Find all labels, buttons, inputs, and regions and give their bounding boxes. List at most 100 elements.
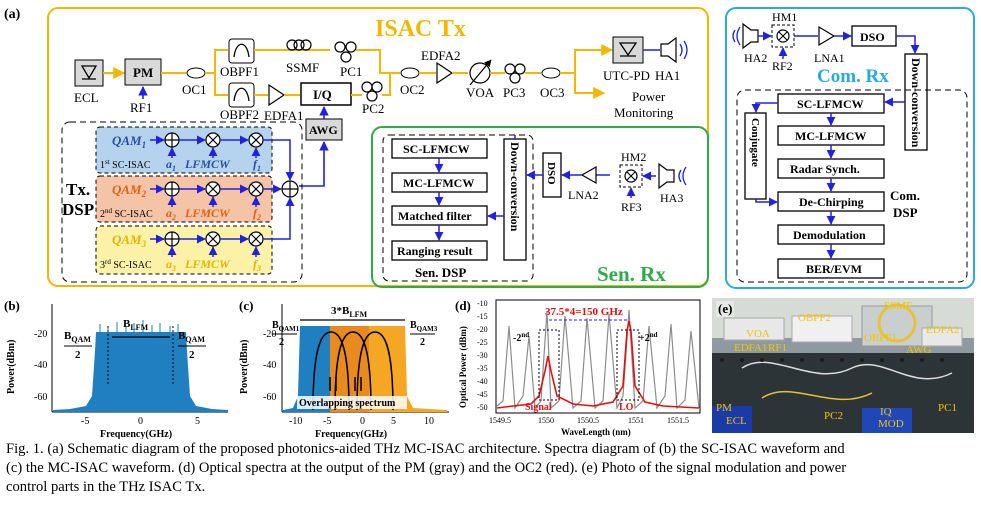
svg-text:QAM3: QAM3 xyxy=(112,232,147,249)
svg-text:-40: -40 xyxy=(477,377,488,386)
oc2-coupler xyxy=(400,67,420,79)
radiation-waves-icon xyxy=(732,26,741,46)
svg-text:-10: -10 xyxy=(477,299,488,308)
com-dsp-frame xyxy=(736,89,968,283)
oc1-label: OC1 xyxy=(182,82,207,97)
rf1-label: RF1 xyxy=(130,100,152,115)
sen-down-conversion: Down-conversion xyxy=(508,142,522,232)
pm-label: PM xyxy=(133,65,153,80)
edfa2-label: EDFA2 xyxy=(421,48,460,63)
panel-b-xtick: 5 xyxy=(195,416,200,427)
tx-title: ISAC Tx xyxy=(375,16,466,42)
svg-text:-30: -30 xyxy=(477,351,488,360)
panel-b-bqam-right-sub: QAM xyxy=(185,335,205,344)
panel-d-spacing: 37.5*4=150 GHz xyxy=(545,306,623,318)
com-step-1: SC-LFMCW xyxy=(797,97,864,111)
panel-d-plus2: +2 xyxy=(639,333,650,344)
com-dsp-label-2: DSP xyxy=(893,205,918,220)
panel-b-xtick: -5 xyxy=(81,416,89,427)
horn-antenna-icon xyxy=(658,162,675,190)
svg-text:3rd SC-ISAC: 3rd SC-ISAC xyxy=(100,258,152,271)
sen-step-1: SC-LFMCW xyxy=(403,142,470,156)
photo-label-voa: VOA xyxy=(746,328,770,340)
lna1-amplifier-icon xyxy=(818,25,836,47)
tx-dsp-row-1: QAM1 1st SC-ISAC a1 LFMCW f1 xyxy=(95,126,273,174)
panel-d-minus2: -2 xyxy=(513,333,521,344)
photo-label-awg: AWG xyxy=(906,344,932,356)
svg-text:BQAM: BQAM xyxy=(64,330,91,344)
panel-c-half-left: 2 xyxy=(279,337,284,348)
panel-b-label: (b) xyxy=(4,298,20,313)
panel-c-xtick: 0 xyxy=(360,416,365,427)
svg-text:1549.5: 1549.5 xyxy=(489,416,511,425)
voa-label: VOA xyxy=(466,85,495,100)
com-dso-label: DSO xyxy=(860,30,885,44)
sen-rx-title: Sen. Rx xyxy=(597,262,666,286)
oc1-coupler xyxy=(186,67,206,79)
panel-e-photo: (e) SSMF VOA OBPF2 EDFA1 OBPF1 EDFA2 RF1… xyxy=(712,298,974,433)
oc2-label: OC2 xyxy=(400,82,425,97)
com-dsp-steps xyxy=(744,93,885,279)
photo-label-edfa1: EDFA1 xyxy=(734,342,768,354)
svg-text:-45: -45 xyxy=(477,390,488,399)
panel-c-ytick: -40 xyxy=(263,360,276,371)
panel-b-spectrum-fill xyxy=(53,332,228,412)
svg-text:BQAM3: BQAM3 xyxy=(410,320,438,333)
svg-text:LFMCW: LFMCW xyxy=(184,157,231,171)
panel-c-xtick: -10 xyxy=(289,416,302,427)
panel-b-bqam-right: B xyxy=(178,330,186,342)
panel-c-3blfm: 3*B xyxy=(331,305,350,317)
photo-label-ecl: ECL xyxy=(726,415,747,427)
com-step-5: Demodulation xyxy=(793,228,866,242)
panel-d-ylabel: Optical Power (dBm) xyxy=(458,326,468,408)
caption-line-3: control parts in the THz ISAC Tx. xyxy=(6,479,206,495)
svg-text:f3: f3 xyxy=(253,257,261,273)
svg-text:BQAM1: BQAM1 xyxy=(272,320,300,333)
panel-d-yticks: -10 -15 -20 -25 -30 -35 -40 -45 -50 xyxy=(477,299,488,412)
caption-line-2: (c) the MC-ISAC waveform. (d) Optical sp… xyxy=(6,460,847,476)
panel-b-bqam-left-sub: QAM xyxy=(71,335,91,344)
pc3-label: PC3 xyxy=(503,85,525,100)
pm-box xyxy=(124,58,162,86)
panel-c-bqam1-sub: QAM1 xyxy=(279,325,300,333)
edfa2-amplifier-icon xyxy=(436,61,454,85)
tx-dsp-row-2: QAM2 2nd SC-ISAC a2 LFMCW f2 xyxy=(95,175,273,223)
panel-c-3blfm-sub: LFM xyxy=(349,310,367,319)
panel-c-xtick: -5 xyxy=(323,416,331,427)
ssmf-fiber-coil-icon xyxy=(286,39,312,51)
tx-dsp-label-2: DSP xyxy=(62,200,94,219)
photo-label-obpf1: OBPF1 xyxy=(864,332,898,344)
svg-text:-20: -20 xyxy=(477,325,488,334)
panel-b-xlabel: Frequency(GHz) xyxy=(100,429,172,439)
edfa1-amplifier-icon xyxy=(268,83,286,107)
hm1-label: HM1 xyxy=(772,10,797,24)
panel-d-lo-box xyxy=(616,329,640,401)
pc2-label: PC2 xyxy=(362,101,384,116)
panel-d-plot-area xyxy=(495,299,701,414)
panel-b-half-left: 2 xyxy=(75,349,81,361)
panel-b-blfm-sub: LFM xyxy=(130,323,148,332)
panel-b-spectrum: (b) Power(dBm) -20 -40 -60 -5 0 5 Freque… xyxy=(4,298,228,439)
ecl-box xyxy=(74,59,104,87)
panel-c-bqam3: B xyxy=(410,320,417,331)
panel-b-bqam-left: B xyxy=(64,330,72,342)
com-step-2: MC-LFMCW xyxy=(795,129,866,143)
tx-dsp-row-3: QAM3 3rd SC-ISAC a3 LFMCW f3 xyxy=(95,225,273,275)
pc1-polarization-controller-icon xyxy=(334,41,357,63)
power-monitoring-label-2: Monitoring xyxy=(614,105,674,120)
panel-b-noise-spikes xyxy=(99,320,179,332)
panel-b-ytick: -60 xyxy=(34,392,47,403)
panel-c-overlap-outlines xyxy=(312,331,394,411)
panel-b-xtick: 0 xyxy=(138,416,143,427)
sen-dsp-steps xyxy=(391,138,527,261)
bandpass-filter-icon xyxy=(233,43,250,58)
hm2-box xyxy=(619,164,643,188)
horn-antenna-icon xyxy=(660,36,677,64)
svg-text:-15: -15 xyxy=(477,312,488,321)
svg-text:LFMCW: LFMCW xyxy=(184,206,231,220)
com-step-4: De-Chirping xyxy=(799,195,864,209)
panel-c-xtick: 10 xyxy=(424,416,434,427)
panel-d-plus2-sup: nd xyxy=(650,331,658,339)
horn-antenna-icon xyxy=(742,22,759,50)
panel-d-signal-box xyxy=(538,329,560,401)
